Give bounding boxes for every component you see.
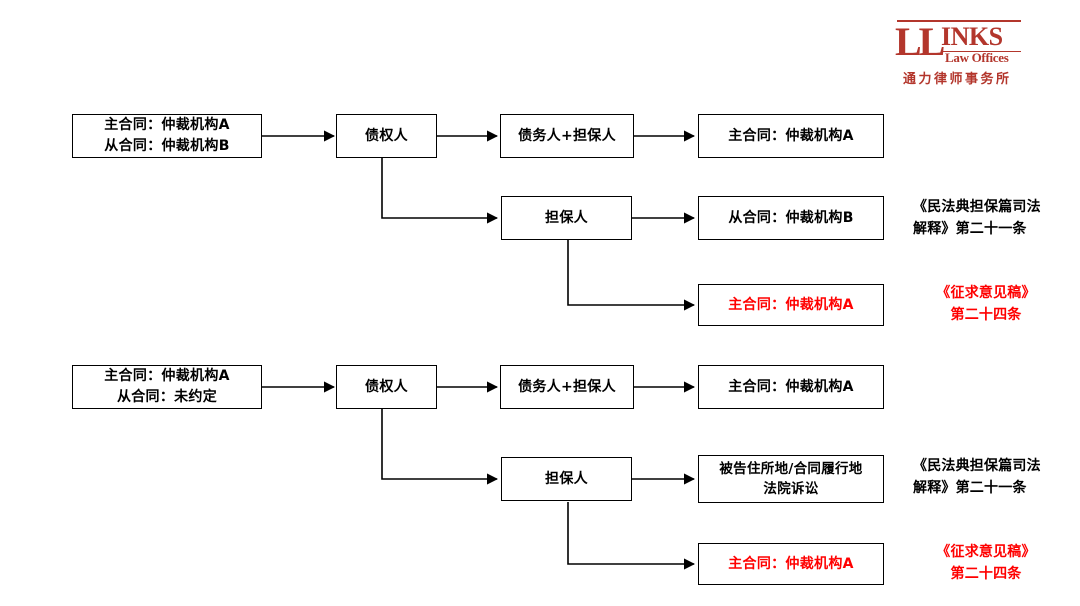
- contract-terms-box-2: 主合同：仲裁机构A 从合同：未约定: [72, 365, 262, 409]
- logo-law-offices-text: Law Offices: [945, 50, 1009, 65]
- debtor-and-guarantor-box-2: 债务人+担保人: [500, 365, 634, 409]
- annotation-judicial-interpretation-1: 《民法典担保篇司法 解释》第二十一条: [913, 199, 1041, 237]
- links-law-offices-logo: LL INKS Law Offices 通力律师事务所: [893, 20, 1033, 92]
- annotation-judicial-interpretation-2: 《民法典担保篇司法 解释》第二十一条: [913, 458, 1041, 496]
- guarantor-outcome-box-2: 被告住所地/合同履行地 法院诉讼: [698, 455, 884, 503]
- logo-top-rule: [897, 20, 1021, 22]
- logo-sub-rule: [943, 51, 1021, 52]
- creditor-box-1: 债权人: [336, 114, 437, 158]
- logo-wordmark: LL INKS Law Offices: [893, 20, 1025, 66]
- guarantor-box-1: 担保人: [501, 196, 632, 240]
- guarantor-outcome-alt-box-2: 主合同：仲裁机构A: [698, 543, 884, 585]
- guarantor-outcome-box-1: 从合同：仲裁机构B: [698, 196, 884, 240]
- logo-chinese-name: 通力律师事务所: [903, 72, 1012, 87]
- guarantor-outcome-alt-box-1: 主合同：仲裁机构A: [698, 284, 884, 326]
- guarantor-box-2: 担保人: [501, 457, 632, 501]
- debtor-outcome-box-2: 主合同：仲裁机构A: [698, 365, 884, 409]
- logo-inks-text: INKS: [941, 22, 1003, 51]
- contract-terms-box-1: 主合同：仲裁机构A 从合同：仲裁机构B: [72, 114, 262, 158]
- annotation-draft-opinion-2: 《征求意见稿》 第二十四条: [936, 544, 1036, 582]
- creditor-box-2: 债权人: [336, 365, 437, 409]
- annotation-draft-opinion-1: 《征求意见稿》 第二十四条: [936, 285, 1036, 323]
- logo-ll-text: LL: [895, 19, 945, 64]
- debtor-outcome-box-1: 主合同：仲裁机构A: [698, 114, 884, 158]
- debtor-and-guarantor-box-1: 债务人+担保人: [500, 114, 634, 158]
